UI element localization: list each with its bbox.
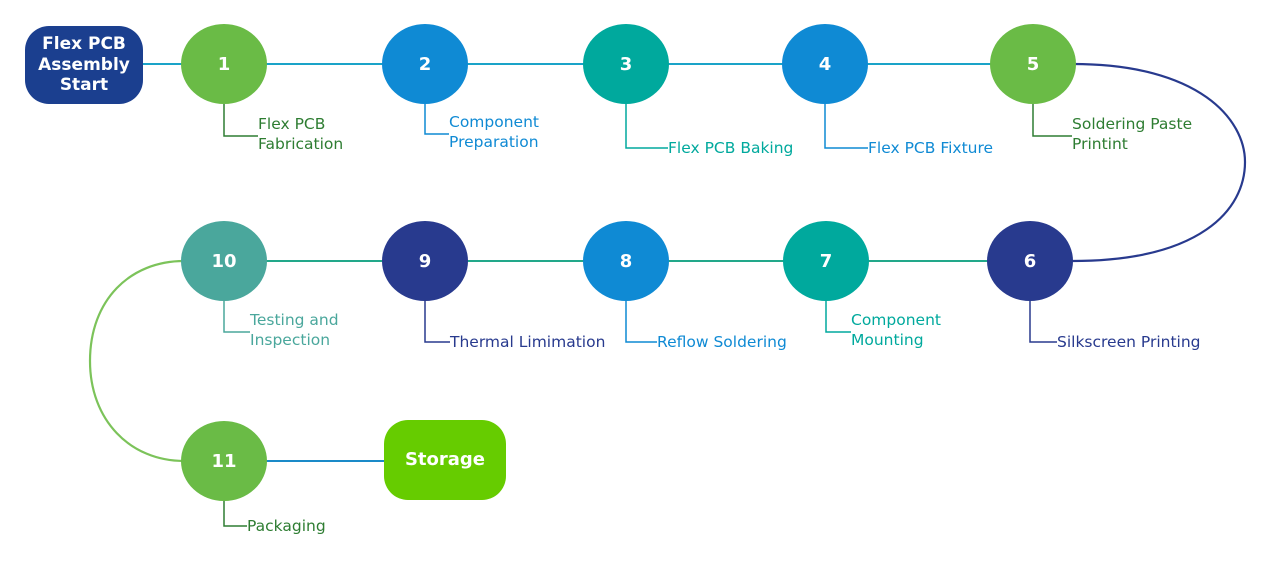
step-8-node: 8 (583, 221, 669, 301)
step-4-label: Flex PCB Fixture (868, 139, 994, 157)
step-5-label: Soldering Paste Printint (1072, 115, 1193, 154)
step-2-label: Component Preparation (449, 113, 539, 152)
step-8-leader (625, 301, 657, 343)
step-6-label: Silkscreen Printing (1057, 333, 1201, 351)
step-3-label: Flex PCB Baking (668, 139, 794, 157)
step-4-node: 4 (782, 24, 868, 104)
step-7-label: Component Mounting (851, 311, 941, 350)
step-11-node: 11 (181, 421, 267, 501)
step-10-label: Testing and Inspection (250, 311, 339, 350)
step-9-node: 9 (382, 221, 468, 301)
left-loop-connector (88, 259, 185, 463)
step-9-leader (424, 301, 450, 343)
step-2-node: 2 (382, 24, 468, 104)
step-3-node: 3 (583, 24, 669, 104)
start-terminal: Flex PCB Assembly Start (25, 26, 143, 104)
step-1-leader (223, 104, 258, 137)
step-2-leader (424, 104, 449, 135)
step-5-leader (1032, 104, 1072, 137)
step-11-leader (223, 501, 247, 527)
step-4-leader (824, 104, 868, 149)
step-3-leader (625, 104, 668, 149)
right-loop-connector (1071, 62, 1247, 263)
step-6-leader (1029, 301, 1057, 343)
step-6-node: 6 (987, 221, 1073, 301)
step-1-label: Flex PCB Fabrication (258, 115, 344, 154)
end-terminal-storage: Storage (384, 420, 506, 500)
step-10-node: 10 (181, 221, 267, 301)
step-9-label: Thermal Limimation (450, 333, 606, 351)
step-11-label: Packaging (247, 517, 326, 535)
step-7-node: 7 (783, 221, 869, 301)
step-8-label: Reflow Soldering (657, 333, 787, 351)
step-5-node: 5 (990, 24, 1076, 104)
step-7-leader (825, 301, 851, 333)
step-1-node: 1 (181, 24, 267, 104)
step-10-leader (223, 301, 250, 333)
